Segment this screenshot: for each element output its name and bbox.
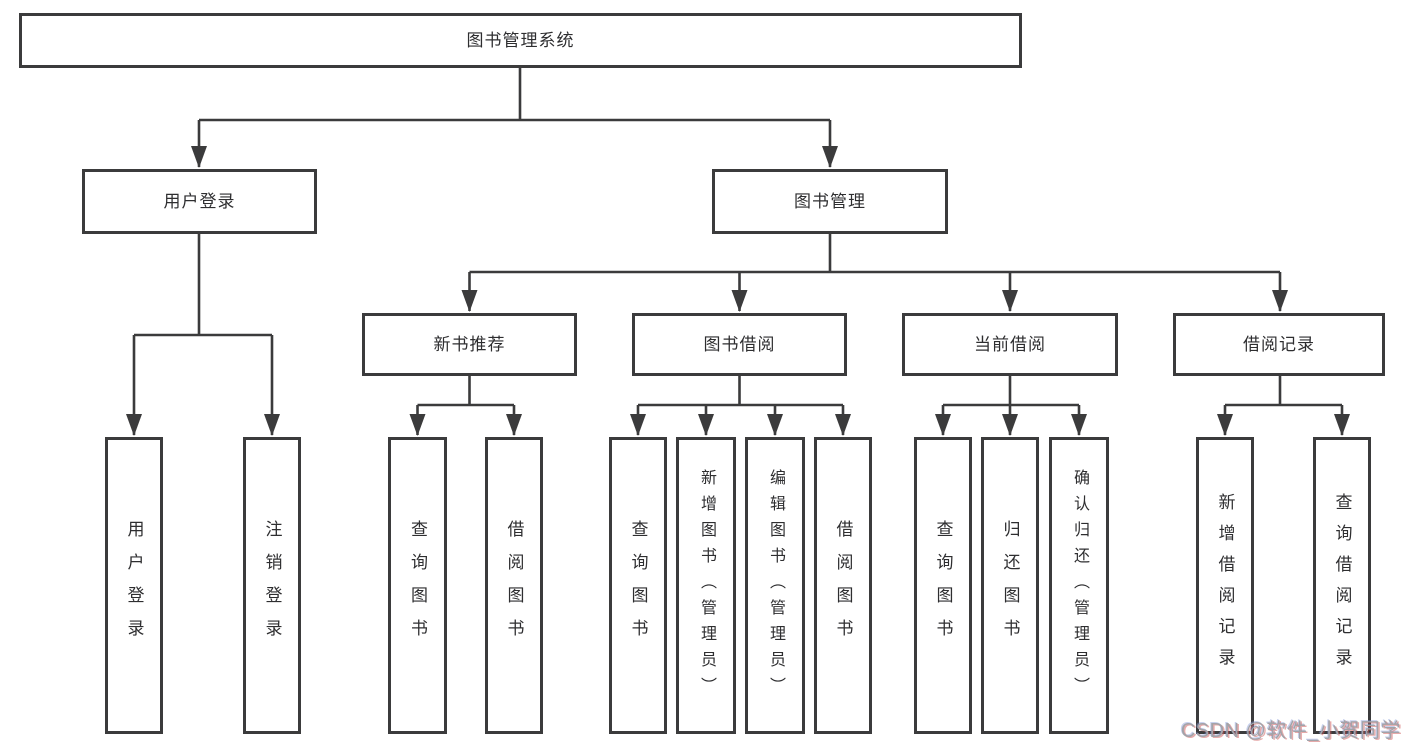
leaf-label: 用户登录 (124, 519, 144, 652)
leaf-borrow-books: 借阅图书 (814, 437, 872, 734)
leaf-query-books: 查询图书 (388, 437, 447, 734)
leaf-label: 新增借阅记录 (1215, 492, 1235, 679)
node-borrow-records: 借阅记录 (1173, 313, 1385, 376)
node-book-borrowing: 图书借阅 (632, 313, 847, 376)
node-new-book-recommend: 新书推荐 (362, 313, 577, 376)
csdn-watermark: CSDN @软件_小贺同学 (1180, 720, 1401, 742)
leaf-query-books: 查询图书 (914, 437, 972, 734)
leaf-label: 确认归还（管理员） (1071, 468, 1088, 703)
node-root-label: 图书管理系统 (466, 31, 575, 50)
leaf-label: 查询图书 (933, 519, 953, 652)
leaf-query-books: 查询图书 (609, 437, 667, 734)
leaf-label: 借阅图书 (504, 519, 524, 652)
leaf-label: 查询图书 (408, 519, 427, 652)
node-label: 用户登录 (163, 192, 236, 211)
leaf-label: 编辑图书（管理员） (767, 468, 784, 703)
leaf-label: 新增图书（管理员） (698, 468, 715, 703)
leaf-add-borrow-record: 新增借阅记录 (1196, 437, 1254, 734)
leaf-confirm-return-admin: 确认归还（管理员） (1049, 437, 1109, 734)
leaf-logout: 注销登录 (243, 437, 301, 734)
node-book-management: 图书管理 (712, 169, 948, 234)
leaf-borrow-books: 借阅图书 (485, 437, 543, 734)
node-label: 借阅记录 (1243, 335, 1315, 354)
node-label: 当前借阅 (974, 335, 1046, 354)
leaf-add-books-admin: 新增图书（管理员） (676, 437, 736, 734)
node-label: 图书借阅 (703, 335, 776, 354)
node-user-login: 用户登录 (82, 169, 317, 234)
node-label: 新书推荐 (433, 335, 506, 354)
leaf-user-login: 用户登录 (105, 437, 163, 734)
node-label: 图书管理 (794, 192, 866, 211)
leaf-label: 注销登录 (262, 519, 282, 652)
leaf-label: 查询借阅记录 (1332, 492, 1352, 679)
leaf-label: 查询图书 (628, 519, 648, 652)
leaf-return-books: 归还图书 (981, 437, 1039, 734)
node-root: 图书管理系统 (19, 13, 1022, 68)
leaf-query-borrow-record: 查询借阅记录 (1313, 437, 1371, 734)
leaf-label: 归还图书 (1000, 519, 1020, 652)
tree-rails (134, 68, 1342, 407)
leaf-label: 借阅图书 (833, 519, 853, 652)
leaf-edit-books-admin: 编辑图书（管理员） (745, 437, 805, 734)
node-current-borrowing: 当前借阅 (902, 313, 1118, 376)
